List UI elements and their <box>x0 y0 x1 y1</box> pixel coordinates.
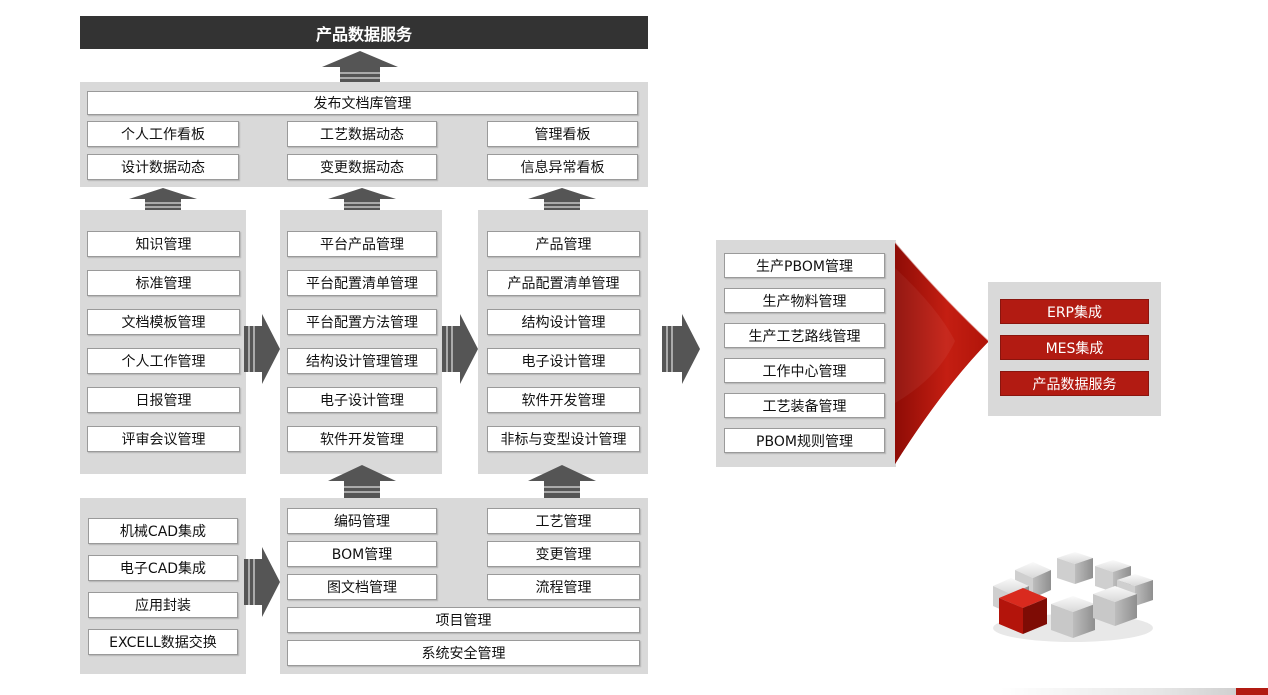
integration-item: 机械CAD集成 <box>88 518 238 544</box>
col2-item: 电子设计管理 <box>287 387 437 413</box>
red-arrow-icon <box>894 241 990 464</box>
col2-item: 软件开发管理 <box>287 426 437 452</box>
col3-item: 结构设计管理 <box>487 309 640 335</box>
right-arrow-icon <box>442 314 478 384</box>
col1-item: 文档模板管理 <box>87 309 240 335</box>
col1-item: 个人工作管理 <box>87 348 240 374</box>
col2-item: 平台产品管理 <box>287 231 437 257</box>
col3-item: 产品管理 <box>487 231 640 257</box>
up-arrow-icon <box>328 465 396 499</box>
publish-main-box: 发布文档库管理 <box>87 91 638 115</box>
cubes-decoration-icon <box>993 552 1153 642</box>
col3-item: 软件开发管理 <box>487 387 640 413</box>
pbom-item: 生产工艺路线管理 <box>724 323 885 348</box>
col1-item: 日报管理 <box>87 387 240 413</box>
pbom-item: PBOM规则管理 <box>724 428 885 453</box>
right-arrow-icon <box>662 314 700 384</box>
integration-item: 应用封装 <box>88 592 238 618</box>
publish-item: 个人工作看板 <box>87 121 239 147</box>
page-title-text: 产品数据服务 <box>315 24 412 44</box>
publish-item: 信息异常看板 <box>487 154 638 180</box>
col1-item: 评审会议管理 <box>87 426 240 452</box>
publish-item: 设计数据动态 <box>87 154 239 180</box>
pbom-item: 生产PBOM管理 <box>724 253 885 278</box>
pbom-item: 工作中心管理 <box>724 358 885 383</box>
output-item: MES集成 <box>1000 335 1149 360</box>
col2-item: 平台配置方法管理 <box>287 309 437 335</box>
up-arrow-icon <box>528 188 596 210</box>
publish-item: 变更数据动态 <box>287 154 437 180</box>
output-item: 产品数据服务 <box>1000 371 1149 396</box>
base-wide-item: 项目管理 <box>287 607 640 633</box>
col1-item: 标准管理 <box>87 270 240 296</box>
base-item: 编码管理 <box>287 508 437 534</box>
footer-decoration <box>1000 688 1268 695</box>
base-item: 变更管理 <box>487 541 640 567</box>
col3-item: 非标与变型设计管理 <box>487 426 640 452</box>
integration-item: EXCELL数据交换 <box>88 629 238 655</box>
base-wide-item: 系统安全管理 <box>287 640 640 666</box>
publish-item: 工艺数据动态 <box>287 121 437 147</box>
base-item: 工艺管理 <box>487 508 640 534</box>
pbom-item: 生产物料管理 <box>724 288 885 313</box>
base-item: 图文档管理 <box>287 574 437 600</box>
base-item: 流程管理 <box>487 574 640 600</box>
col1-item: 知识管理 <box>87 231 240 257</box>
base-item: BOM管理 <box>287 541 437 567</box>
publish-item: 管理看板 <box>487 121 638 147</box>
col3-item: 产品配置清单管理 <box>487 270 640 296</box>
up-arrow-icon <box>322 51 398 85</box>
col2-item: 平台配置清单管理 <box>287 270 437 296</box>
up-arrow-icon <box>528 465 596 499</box>
output-item: ERP集成 <box>1000 299 1149 324</box>
up-arrow-icon <box>129 188 197 210</box>
page-title: 产品数据服务 <box>80 16 648 49</box>
integration-item: 电子CAD集成 <box>88 555 238 581</box>
right-arrow-icon <box>244 314 280 384</box>
pbom-item: 工艺装备管理 <box>724 393 885 418</box>
col2-item: 结构设计管理管理 <box>287 348 437 374</box>
col3-item: 电子设计管理 <box>487 348 640 374</box>
up-arrow-icon <box>328 188 396 210</box>
right-arrow-icon <box>244 547 280 617</box>
